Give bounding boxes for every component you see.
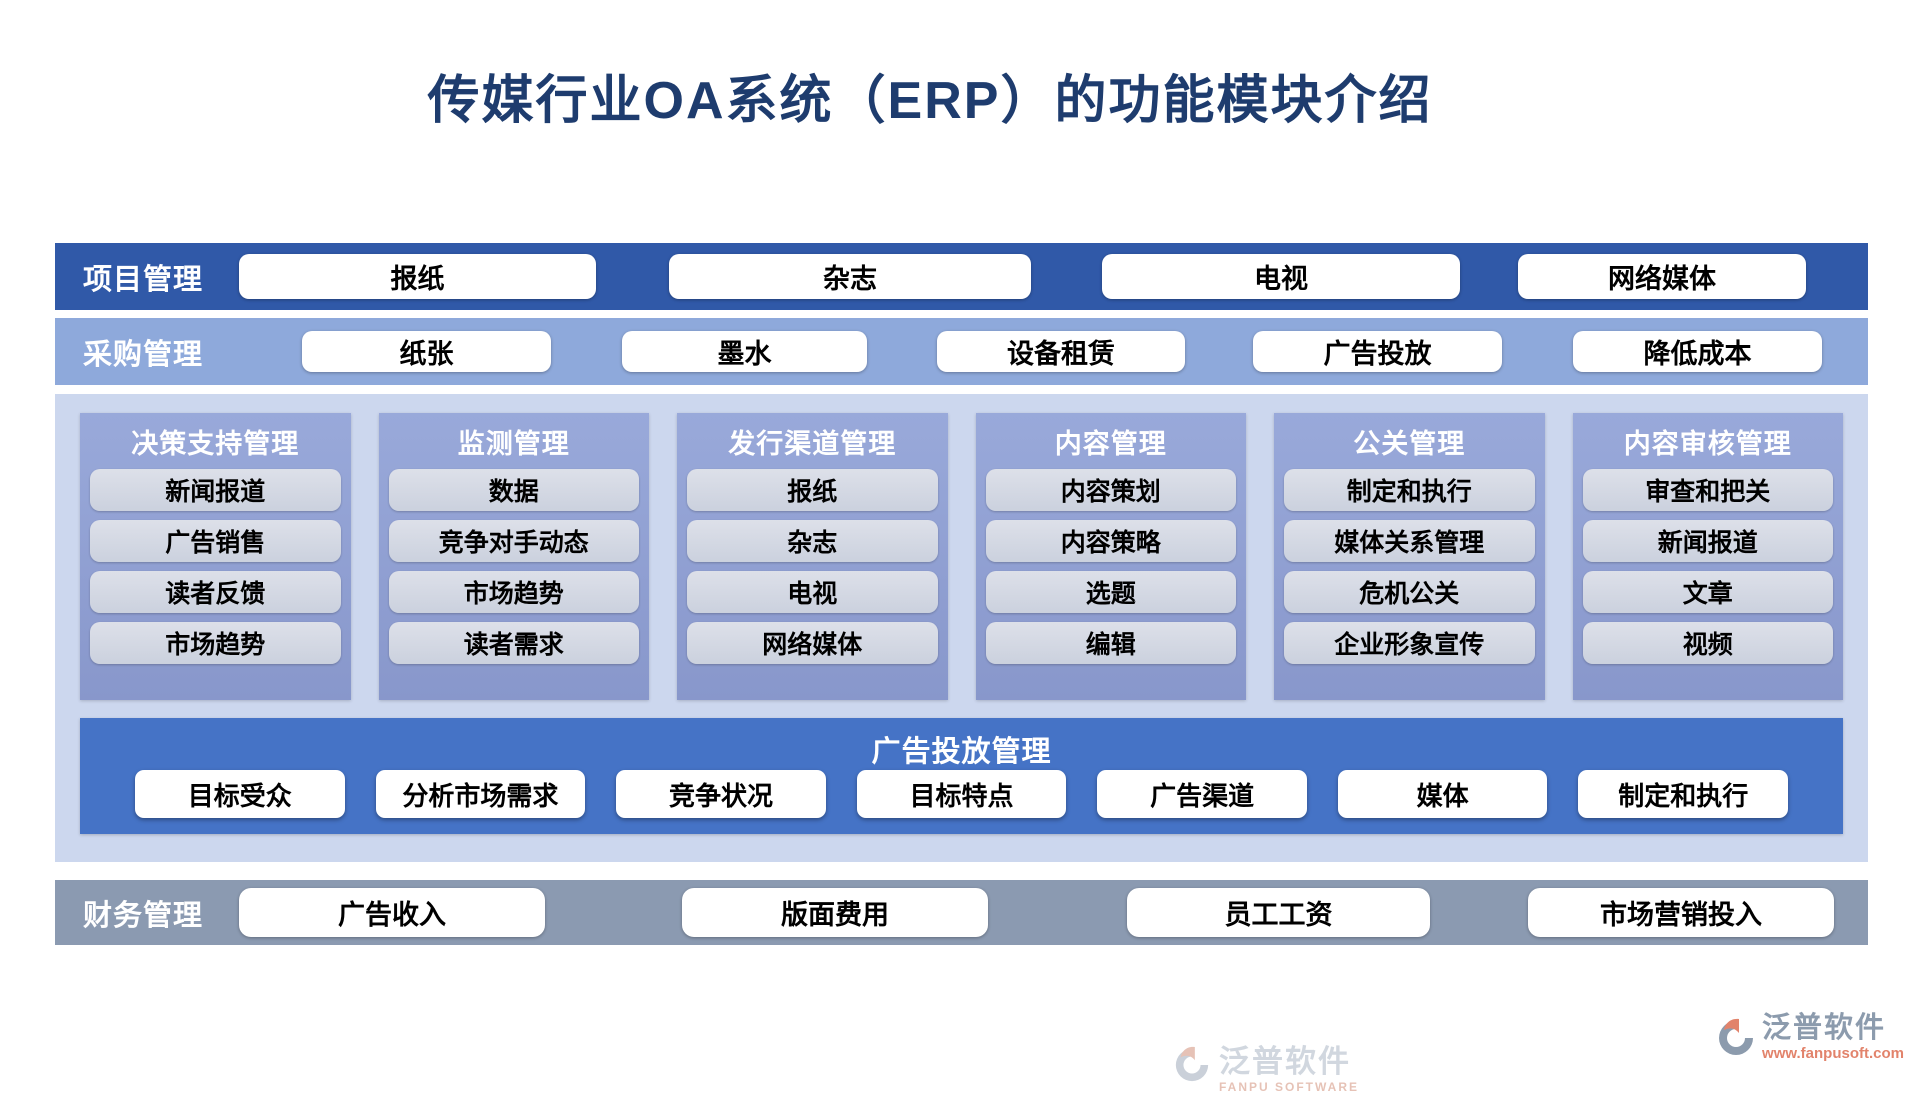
- module-item: 广告销售: [90, 520, 341, 562]
- ad-chip-ad-channels: 广告渠道: [1097, 770, 1307, 818]
- finance-chip-layout-fees: 版面费用: [682, 888, 988, 937]
- column-distribution-channel: 发行渠道管理 报纸 杂志 电视 网络媒体: [677, 413, 948, 700]
- finance-chip-ad-revenue: 广告收入: [239, 888, 545, 937]
- module-columns: 决策支持管理 新闻报道 广告销售 读者反馈 市场趋势 监测管理 数据 竞争对手动…: [80, 413, 1843, 700]
- brand-name: 泛普软件: [1762, 1012, 1887, 1044]
- finance-chip-marketing-investment: 市场营销投入: [1528, 888, 1834, 937]
- module-item: 媒体关系管理: [1284, 520, 1535, 562]
- module-item: 内容策略: [985, 520, 1236, 562]
- ad-chip-competition-status: 竞争状况: [616, 770, 826, 818]
- column-monitoring: 监测管理 数据 竞争对手动态 市场趋势 读者需求: [378, 413, 649, 700]
- column-items: 制定和执行 媒体关系管理 危机公关 企业形象宣传: [1284, 469, 1535, 688]
- procurement-chip-equipment-lease: 设备租赁: [937, 331, 1185, 372]
- procurement-chip-ad-placement: 广告投放: [1253, 331, 1502, 372]
- ad-band-items: 目标受众 分析市场需求 竞争状况 目标特点 广告渠道 媒体 制定和执行: [135, 770, 1789, 818]
- module-item: 数据: [388, 469, 639, 511]
- column-items: 新闻报道 广告销售 读者反馈 市场趋势: [90, 469, 341, 688]
- module-item: 编辑: [985, 622, 1236, 664]
- page-title: 传媒行业OA系统（ERP）的功能模块介绍: [427, 72, 1433, 130]
- corner-watermark-text: 泛普软件 www.fanpusoft.com: [1762, 1012, 1904, 1062]
- ad-chip-formulate-execute: 制定和执行: [1578, 770, 1789, 818]
- module-item: 视频: [1582, 622, 1833, 664]
- fanpu-logo-icon: [1175, 1046, 1209, 1082]
- finance-band-label: 财务管理: [83, 899, 204, 932]
- module-item: 竞争对手动态: [388, 520, 639, 562]
- project-chip-tv: 电视: [1102, 254, 1460, 299]
- center-watermark-text: 泛普软件 FANPU SOFTWARE: [1219, 1046, 1359, 1093]
- column-content-review: 内容审核管理 审查和把关 新闻报道 文章 视频: [1572, 413, 1843, 700]
- module-item: 新闻报道: [1582, 520, 1833, 562]
- column-items: 报纸 杂志 电视 网络媒体: [687, 469, 938, 688]
- module-item: 读者反馈: [90, 571, 341, 613]
- modules-panel: 决策支持管理 新闻报道 广告销售 读者反馈 市场趋势 监测管理 数据 竞争对手动…: [55, 394, 1868, 1093]
- procurement-management-band: 采购管理 纸张 墨水 设备租赁 广告投放 降低成本: [55, 318, 1868, 385]
- column-title: 内容审核管理: [1623, 429, 1792, 459]
- ad-placement-management-band: 广告投放管理 目标受众 分析市场需求 竞争状况 目标特点 广告渠道 媒体 制定和…: [80, 718, 1843, 834]
- ad-chip-target-features: 目标特点: [856, 770, 1067, 818]
- ad-chip-media: 媒体: [1337, 770, 1548, 818]
- finance-chip-employee-salary: 员工工资: [1127, 888, 1430, 937]
- column-items: 数据 竞争对手动态 市场趋势 读者需求: [388, 469, 639, 688]
- column-public-relations: 公关管理 制定和执行 媒体关系管理 危机公关 企业形象宣传: [1274, 413, 1545, 700]
- procurement-chip-cost-reduction: 降低成本: [1573, 331, 1822, 372]
- ad-band-title: 广告投放管理: [871, 736, 1052, 768]
- procurement-chip-ink: 墨水: [622, 331, 867, 372]
- module-item: 文章: [1582, 571, 1833, 613]
- project-management-band: 项目管理 报纸 杂志 电视 网络媒体: [55, 243, 1868, 310]
- module-item: 报纸: [687, 469, 938, 511]
- module-item: 审查和把关: [1582, 469, 1833, 511]
- module-item: 制定和执行: [1284, 469, 1535, 511]
- module-item: 市场趋势: [90, 622, 341, 664]
- corner-watermark: 泛普软件 www.fanpusoft.com: [1716, 1014, 1904, 1061]
- column-title: 发行渠道管理: [728, 429, 897, 459]
- module-item: 网络媒体: [687, 622, 938, 664]
- module-item: 读者需求: [388, 622, 639, 664]
- module-item: 企业形象宣传: [1284, 622, 1535, 664]
- module-item: 选题: [985, 571, 1236, 613]
- column-items: 审查和把关 新闻报道 文章 视频: [1582, 469, 1833, 688]
- project-band-label: 项目管理: [83, 263, 204, 296]
- module-item: 内容策划: [985, 469, 1236, 511]
- module-item: 新闻报道: [90, 469, 341, 511]
- center-watermark: 泛普软件 FANPU SOFTWARE: [1173, 1046, 1359, 1093]
- finance-management-band: 财务管理 广告收入 版面费用 员工工资 市场营销投入: [55, 880, 1868, 945]
- column-title: 内容管理: [1054, 429, 1167, 459]
- module-item: 杂志: [687, 520, 938, 562]
- column-items: 内容策划 内容策略 选题 编辑: [985, 469, 1236, 688]
- module-item: 危机公关: [1284, 571, 1535, 613]
- project-chip-newspaper: 报纸: [239, 254, 596, 299]
- ad-chip-market-demand-analysis: 分析市场需求: [375, 770, 586, 818]
- brand-name-en: FANPU SOFTWARE: [1219, 1080, 1360, 1094]
- module-item: 市场趋势: [388, 571, 639, 613]
- fanpu-logo-icon: [1719, 1018, 1754, 1055]
- column-content-management: 内容管理 内容策划 内容策略 选题 编辑: [975, 413, 1246, 700]
- module-item: 电视: [687, 571, 938, 613]
- column-title: 监测管理: [457, 429, 570, 459]
- project-chip-magazine: 杂志: [669, 254, 1031, 299]
- column-decision-support: 决策支持管理 新闻报道 广告销售 读者反馈 市场趋势: [80, 413, 351, 700]
- column-title: 决策支持管理: [131, 429, 300, 459]
- column-title: 公关管理: [1353, 429, 1466, 459]
- brand-name: 泛普软件: [1219, 1044, 1351, 1079]
- brand-url: www.fanpusoft.com: [1762, 1045, 1904, 1062]
- project-chip-online-media: 网络媒体: [1518, 254, 1806, 299]
- ad-chip-target-audience: 目标受众: [135, 770, 345, 818]
- procurement-band-label: 采购管理: [83, 338, 204, 371]
- procurement-chip-paper: 纸张: [302, 331, 551, 372]
